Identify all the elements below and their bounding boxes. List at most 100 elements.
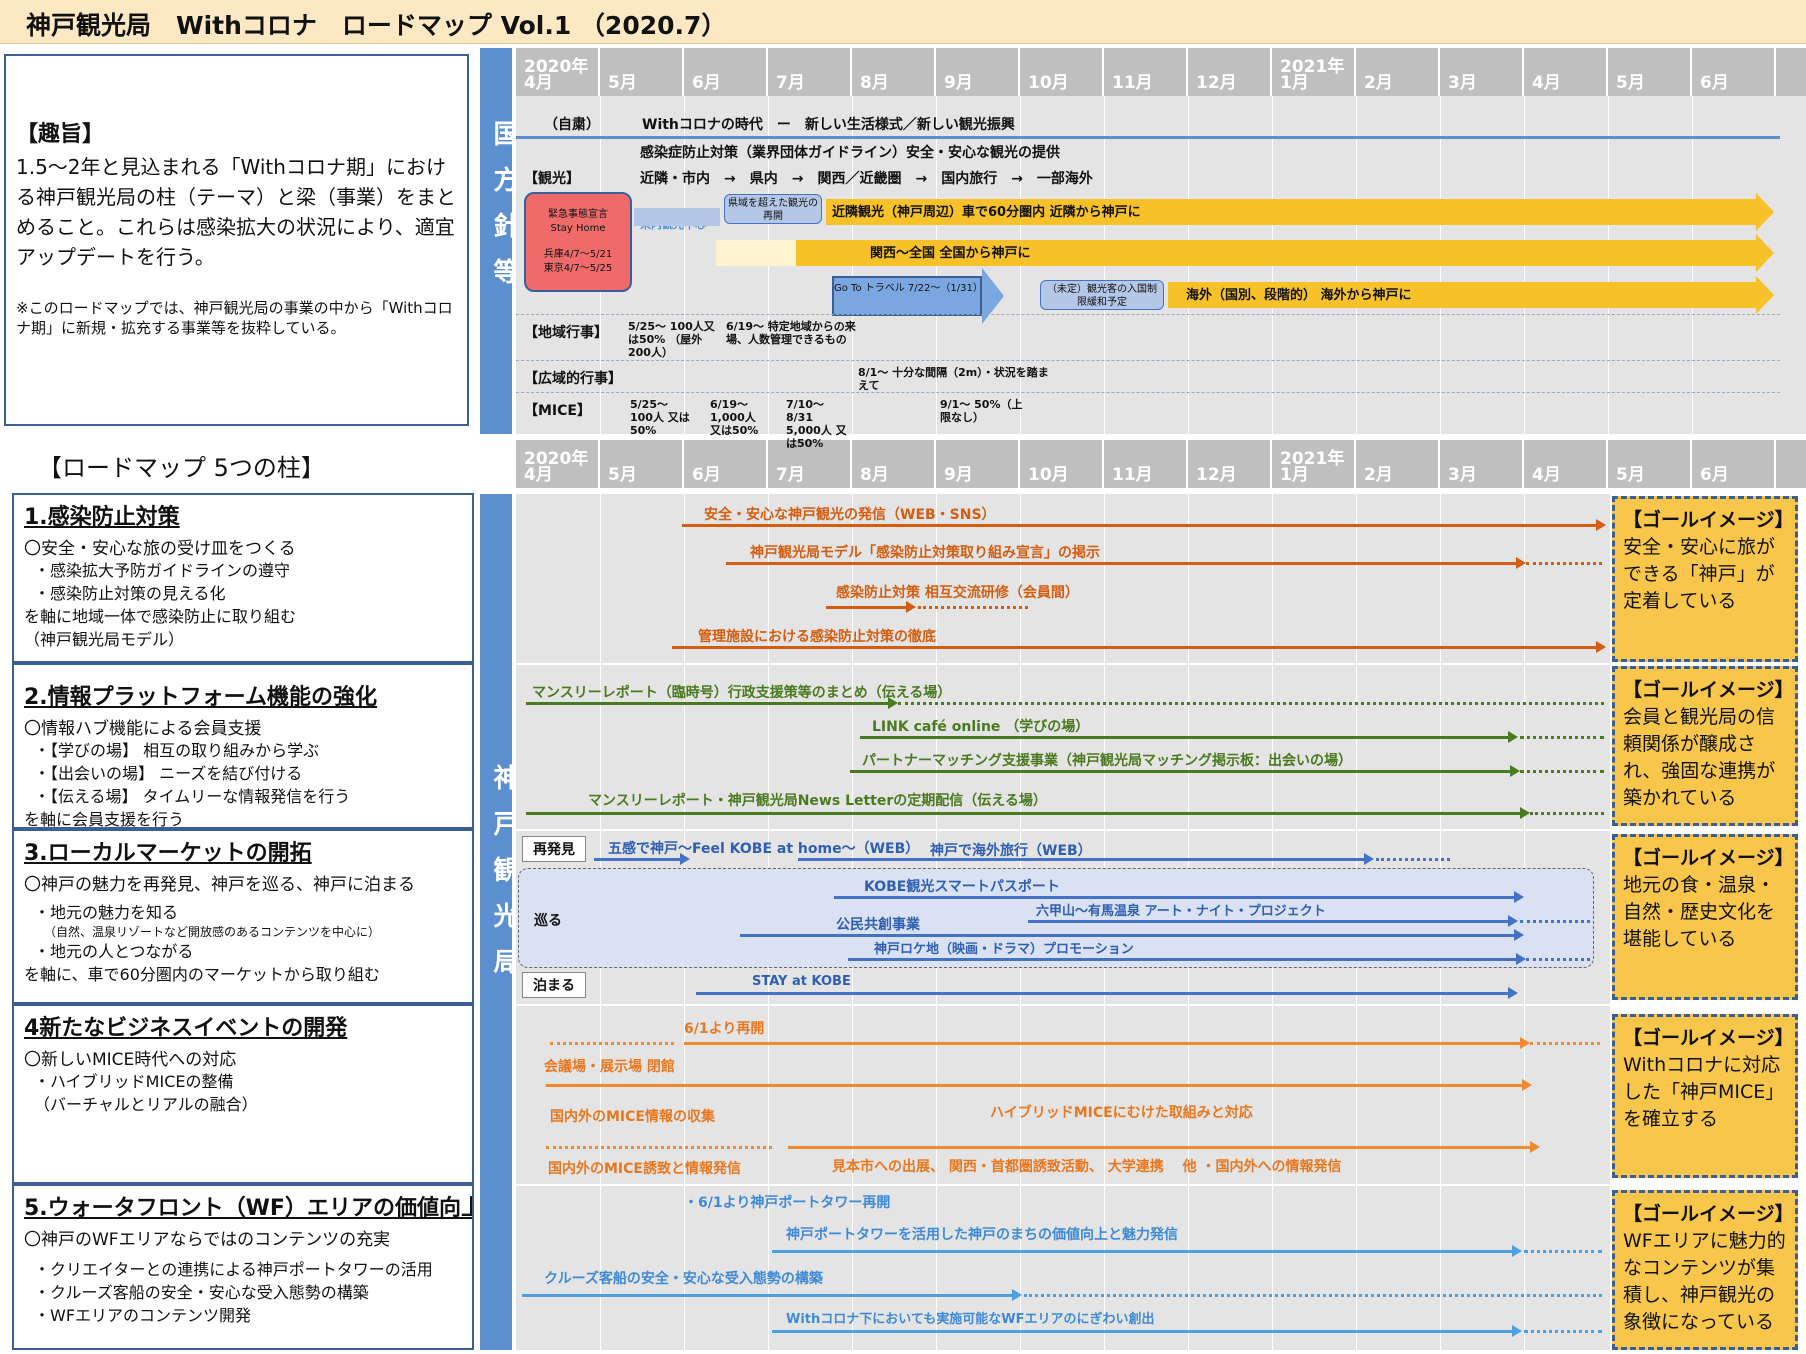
s3-item: KOBE観光スマートパスポート [864, 879, 1060, 895]
kansai-fade [716, 240, 796, 266]
month-label: 5月 [608, 465, 637, 485]
pillar-line: を軸に会員支援を行う [24, 810, 185, 829]
pillar-title: 4新たなビジネスイベントの開発 [24, 1016, 348, 1041]
month-cell: 6月 [684, 48, 768, 96]
s3-arrow [1028, 915, 1518, 927]
title-bar [0, 0, 1806, 44]
pillar-line: ・【伝える場】 タイムリーな情報発信を行う [34, 787, 351, 806]
pillar-line: （自然、温泉リゾートなど開放感のあるコンテンツを中心に） [44, 925, 381, 939]
s3-arrow [834, 891, 1524, 903]
s3-dotted [1526, 958, 1590, 961]
year-label: 2021年 [1280, 449, 1345, 469]
month-label: 7月 [776, 73, 805, 93]
emergency-sub: Stay Home [550, 223, 606, 234]
s2-arrow [860, 731, 1518, 743]
pillar-sub: 〇安全・安心な旅の受け皿をつくる [24, 539, 296, 559]
goal-label: 【ゴールイメージ】 [1623, 679, 1794, 701]
month-label: 3月 [1448, 465, 1477, 485]
s3-item: 神戸で海外旅行（WEB） [930, 843, 1092, 859]
pillar-sub: 〇新しいMICE時代への対応 [24, 1050, 237, 1070]
month-label: 4月 [524, 73, 553, 93]
year-label: 2020年 [524, 449, 589, 469]
tag-stay: 泊まる [522, 972, 586, 998]
divider [516, 1004, 1610, 1006]
month-cell: 5月 [1608, 48, 1692, 96]
s3-arrow [696, 987, 1518, 999]
s2-dotted [1520, 770, 1604, 773]
pillar-title: 1.感染防止対策 [24, 505, 180, 530]
divider [516, 663, 1610, 665]
divider [516, 360, 1780, 361]
goal-label: 【ゴールイメージ】 [1623, 509, 1794, 531]
month-cell: 5月 [1608, 440, 1692, 488]
s4-item: 国内外のMICE誘致と情報発信 [548, 1161, 741, 1177]
month-label: 5月 [1616, 465, 1645, 485]
pillar-line: を軸に地域一体で感染防止に取り組む [24, 607, 297, 626]
pillars-heading: 【ロードマップ 5つの柱】 [38, 454, 325, 482]
month-label: 5月 [1616, 73, 1645, 93]
month-label: 2月 [1364, 465, 1393, 485]
month-cell: 12月 [1188, 440, 1272, 488]
kobe-band: 神戸観光局 [480, 494, 519, 1350]
pillar-1: 1.感染防止対策 〇安全・安心な旅の受け皿をつくる ・感染拡大予防ガイドラインの… [12, 493, 474, 663]
goal-text: Withコロナに対応した「神戸MICE」を確立する [1623, 1054, 1785, 1130]
month-cell: 9月 [936, 48, 1020, 96]
month-cell: 11月 [1104, 440, 1188, 488]
month-cell: 10月 [1020, 440, 1104, 488]
goal-text: WFエリアに魅力的なコンテンツが集積し、神戸観光の象徴になっている [1623, 1230, 1786, 1333]
month-label: 12月 [1196, 73, 1237, 93]
s2-arrow [526, 697, 898, 709]
pillar-sub: 〇神戸のWFエリアならではのコンテンツの充実 [24, 1230, 391, 1250]
month-label: 10月 [1028, 465, 1069, 485]
month-label: 11月 [1112, 465, 1153, 485]
s1-item: 神戸観光局モデル「感染防止対策取り組み宣言」の掲示 [750, 545, 1100, 561]
s2-arrow [850, 765, 1520, 777]
pillar-line: ・地元の人とつながる [34, 942, 194, 961]
purpose-box: 【趣旨】 1.5～2年と見込まれる「Withコロナ期」における神戸観光局の柱（テ… [4, 54, 469, 426]
month-label: 4月 [1532, 465, 1561, 485]
s4-item: 国内外のMICE情報の収集 [550, 1109, 715, 1125]
month-cell: 12月 [1188, 48, 1272, 96]
month-label: 6月 [1700, 73, 1729, 93]
month-cell: 10月 [1020, 48, 1104, 96]
year-label: 2021年 [1280, 57, 1345, 77]
year-label: 2020年 [524, 57, 589, 77]
pillar-title: 2.情報プラットフォーム機能の強化 [24, 685, 378, 710]
national-band-label: 国方針等 [489, 120, 519, 304]
month-cell: 6月 [1692, 440, 1776, 488]
pillar-3: 3.ローカルマーケットの開拓 〇神戸の魅力を再発見、神戸を巡る、神戸に泊まる ・… [12, 829, 474, 1004]
month-cell: 3月 [1440, 48, 1524, 96]
kennai-arrow [634, 208, 720, 226]
national-band: 国方針等 [480, 48, 519, 434]
s4-arrow [546, 1079, 1532, 1091]
kanko-label: 【観光】 [524, 171, 580, 187]
month-label: 1月 [1280, 73, 1309, 93]
month-cell: 2月 [1356, 440, 1440, 488]
s5-dotted [1524, 1250, 1602, 1253]
month-cell: 5月 [600, 440, 684, 488]
s5-arrow [522, 1289, 1022, 1301]
month-label: 10月 [1028, 73, 1069, 93]
month-cell: 4月 [1524, 48, 1608, 96]
goal-5: 【ゴールイメージ】 WFエリアに魅力的なコンテンツが集積し、神戸観光の象徴になって… [1612, 1190, 1798, 1350]
month-label: 8月 [860, 73, 889, 93]
month-label: 4月 [524, 465, 553, 485]
mice-4: 9/1～ 50%（上限なし） [940, 398, 1023, 424]
divider [516, 136, 1780, 139]
s4-item: 見本市への出展、 関西・首都圏誘致活動、 大学連携 他 ・国内外への情報発信 [832, 1159, 1342, 1175]
month-cell: 7月 [768, 48, 852, 96]
s5-item: 神戸ポートタワーを活用した神戸のまちの価値向上と魅力発信 [786, 1227, 1178, 1243]
pillar-sub: 〇神戸の魅力を再発見、神戸を巡る、神戸に泊まる [24, 875, 415, 895]
s1-dotted [918, 606, 1028, 609]
mice-3: 7/10～8/31 5,000人 又は50% [786, 398, 847, 450]
s2-item: マンスリーレポート・神戸観光局News Letterの定期配信（伝える場） [588, 793, 1047, 809]
month-label: 12月 [1196, 465, 1237, 485]
s3-arrow [594, 853, 690, 865]
goal-3: 【ゴールイメージ】地元の食・温泉・自然・歴史文化を堪能している [1612, 834, 1798, 1000]
pillar-line: ・ハイブリッドMICEの整備 [34, 1072, 234, 1091]
goal-label: 【ゴールイメージ】 [1623, 1203, 1794, 1225]
